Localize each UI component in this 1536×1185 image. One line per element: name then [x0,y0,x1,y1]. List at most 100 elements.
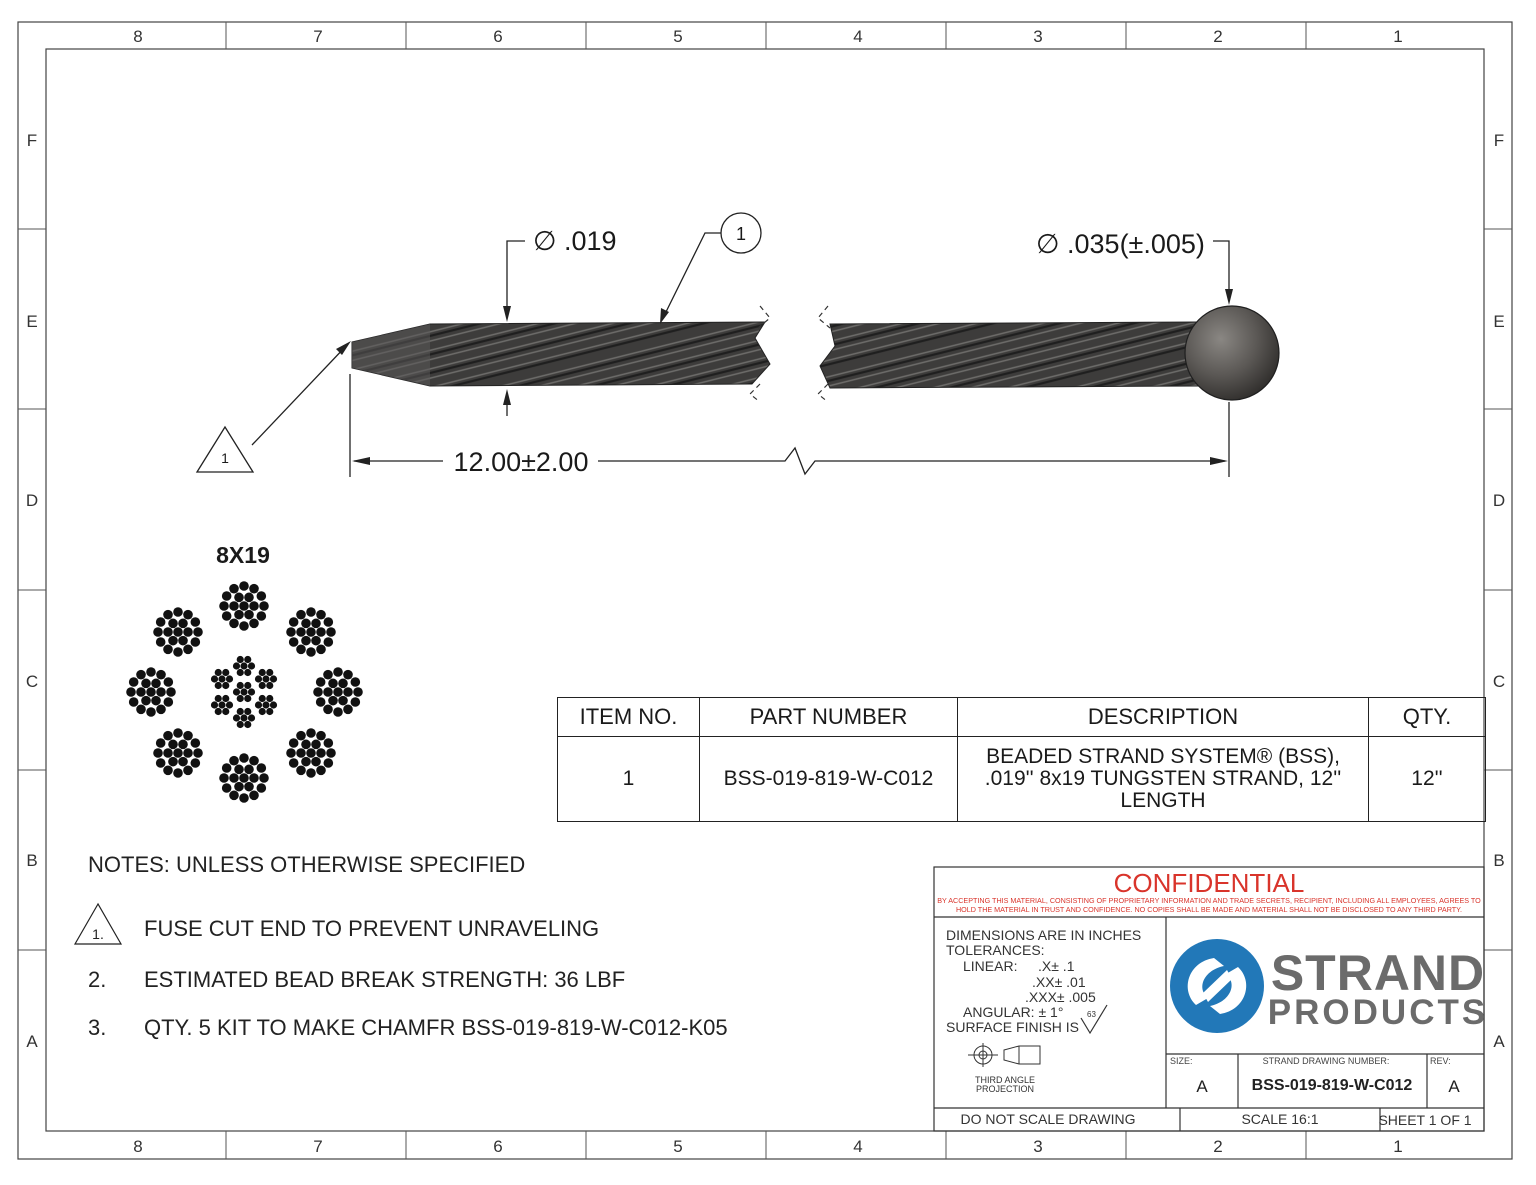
arrowhead [660,308,669,324]
row-labels-right: F E D C B A [1493,131,1505,1051]
length-text: 12.00±2.00 [454,447,589,477]
bom-description: BEADED STRAND SYSTEM® (BSS), .019'' 8x19… [957,736,1369,822]
column-labels-bottom: 8 7 6 5 4 3 2 1 [133,1137,1402,1156]
break-marks [749,305,831,403]
note-flag-icon [73,902,123,945]
note-number: 2. [88,967,107,992]
bom-part-number: BSS-019-819-W-C012 [699,736,958,822]
col-label-7: 7 [313,27,322,46]
bom-header-row: ITEM NO. PART NUMBER DESCRIPTION QTY. [557,697,1486,737]
surface-finish-icon [1080,1004,1108,1035]
row-label-B: B [26,851,37,870]
arrowhead [503,389,511,405]
row-label-E: E [26,312,37,331]
logo-strand: STRAND [1271,945,1485,1001]
diameter-019-text: ∅ .019 [533,226,617,256]
surface-finish-label: SURFACE FINISH IS [946,1019,1079,1035]
strand-products-logo-icon [1170,939,1264,1033]
col-label-2: 2 [1213,1137,1222,1156]
third-angle-projection-icon [968,1043,1041,1067]
col-label-5: 5 [673,27,682,46]
col-label-3: 3 [1033,1137,1042,1156]
rev-label: REV: [1430,1056,1451,1066]
do-not-scale: DO NOT SCALE DRAWING [960,1111,1135,1127]
bom-qty: 12'' [1368,736,1486,822]
title-block-frame [933,866,1485,1132]
tol-xxx: .XXX± .005 [1025,989,1096,1005]
row-labels-left: F E D C B A [26,131,38,1051]
balloon-leader [661,232,721,321]
bead-leader [1213,240,1230,300]
scale-label: SCALE 16:1 [1241,1111,1318,1127]
col-label-7: 7 [313,1137,322,1156]
note-flag-icon-number: 1. [92,926,104,942]
projection-label-2: PROJECTION [976,1084,1034,1094]
item-balloon-number: 1 [736,224,746,244]
col-label-1: 1 [1393,1137,1402,1156]
col-label-5: 5 [673,1137,682,1156]
col-label-4: 4 [853,27,862,46]
bom-item: 1 [557,736,700,822]
bead-diameter-text: ∅ .035(±.005) [1036,229,1205,259]
logo-products: PRODUCTS [1268,993,1488,1032]
col-label-4: 4 [853,1137,862,1156]
col-label-1: 1 [1393,27,1402,46]
linear-label: LINEAR: [963,958,1017,974]
note-text: ESTIMATED BEAD BREAK STRENGTH: 36 LBF [144,967,626,992]
length-dimension [349,374,1230,477]
bill-of-materials: ITEM NO. PART NUMBER DESCRIPTION QTY. 1 … [557,697,1486,822]
tol-x: .X± .1 [1038,958,1075,974]
arrowhead [336,341,351,355]
note-flag-number: 1 [221,450,229,466]
note-flag-triangle [195,425,255,473]
col-label-8: 8 [133,27,142,46]
tolerances-block: DIMENSIONS ARE IN INCHES TOLERANCES: LIN… [946,927,1141,1035]
bom-header-item: ITEM NO. [557,697,700,737]
tungsten-bead [1184,305,1280,401]
row-label-D: D [1493,491,1505,510]
size-label: SIZE: [1170,1056,1193,1066]
arrowhead [1225,289,1233,305]
row-label-F: F [1494,131,1504,150]
note-text: FUSE CUT END TO PREVENT UNRAVELING [144,916,600,941]
note-text: QTY. 5 KIT TO MAKE CHAMFR BSS-019-819-W-… [144,1015,728,1040]
confidential-title: CONFIDENTIAL [1114,868,1305,898]
drawing-number-value: BSS-019-819-W-C012 [1252,1077,1413,1094]
col-label-2: 2 [1213,27,1222,46]
bom-header-description: DESCRIPTION [957,697,1369,737]
dims-units: DIMENSIONS ARE IN INCHES [946,927,1141,943]
note-flag-leader [251,344,348,446]
col-label-6: 6 [493,27,502,46]
row-label-D: D [26,491,38,510]
row-label-B: B [1493,851,1504,870]
sheet-label: SHEET 1 OF 1 [1378,1112,1471,1128]
confidential-disclaimer-1: BY ACCEPTING THIS MATERIAL, CONSISTING O… [937,896,1481,905]
row-label-C: C [1493,672,1505,691]
rev-value: A [1448,1077,1460,1096]
cross-section-label: 8X19 [216,542,270,568]
arrowhead [352,457,370,465]
row-label-A: A [1493,1032,1505,1051]
strand-left-segment [351,321,771,387]
bom-header-qty: QTY. [1368,697,1486,737]
angular-label: ANGULAR: ± 1° [963,1004,1063,1020]
col-label-3: 3 [1033,27,1042,46]
projection-label-1: THIRD ANGLE [975,1075,1035,1085]
strand-right-segment [819,321,1201,389]
note-number: 3. [88,1015,107,1040]
confidential-disclaimer-2: HOLD THE MATERIAL IN TRUST AND CONFIDENC… [956,905,1462,914]
tolerances-label: TOLERANCES: [946,942,1045,958]
tol-xx: .XX± .01 [1032,974,1086,990]
row-label-A: A [26,1032,38,1051]
row-label-E: E [1493,312,1504,331]
finish-value: 63 [1087,1010,1096,1019]
cross-section-8x19 [126,581,363,803]
col-label-6: 6 [493,1137,502,1156]
size-value: A [1196,1077,1208,1096]
notes-title: NOTES: UNLESS OTHERWISE SPECIFIED [88,852,526,877]
row-label-F: F [27,131,37,150]
arrowhead [503,306,511,322]
row-label-C: C [26,672,38,691]
bom-header-part-number: PART NUMBER [699,697,958,737]
